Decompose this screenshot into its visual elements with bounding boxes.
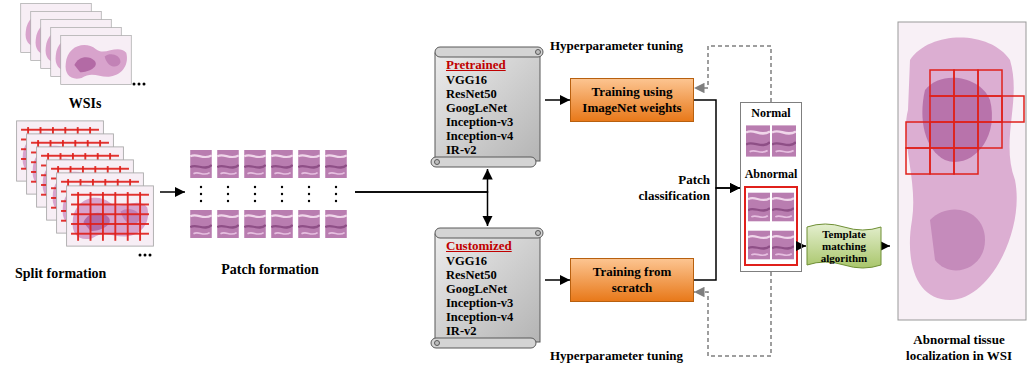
node-text: IR-v2 (446, 324, 537, 338)
annotation-label: Patch classification (620, 172, 710, 204)
node-text: Training using ImageNet weights (575, 84, 689, 116)
scroll-heading: Customized (446, 239, 537, 253)
wsi-stack-picture (21, 4, 146, 86)
scroll-heading: Pretrained (446, 58, 537, 72)
node-text: WSIs (20, 96, 150, 112)
patch-grid-picture (190, 150, 347, 238)
feedback-arrow (694, 46, 771, 102)
node-text: Abnormal tissue localization in WSI (890, 332, 1028, 364)
annotation-label: Hyperparameter tuning (550, 38, 683, 54)
classified-patches-picture (745, 125, 797, 265)
template-banner: Template matching algorithm (806, 221, 882, 271)
node-text: VGG16 (446, 254, 537, 268)
flow-arrow (545, 279, 570, 281)
node-text: VGG16 (446, 73, 537, 87)
node-text: Inception-v4 (446, 129, 537, 143)
node-text: Inception-v3 (446, 115, 537, 129)
model-scroll: PretrainedVGG16ResNet50GoogLeNetInceptio… (430, 45, 545, 169)
flow-arrow (545, 99, 570, 101)
split-stack: Split formation (0, 116, 160, 284)
process-box: Training using ImageNet weights (570, 78, 694, 122)
wsi-stack: WSIs (20, 0, 150, 114)
feedback-arrow (694, 272, 771, 356)
output-wsi: Abnormal tissue localization in WSI (890, 14, 1028, 366)
node-text: ResNet50 (446, 87, 537, 101)
node-text: GoogLeNet (446, 282, 537, 296)
model-scroll: CustomizedVGG16ResNet50GoogLeNetInceptio… (430, 226, 545, 350)
flow-arrow (802, 245, 806, 247)
annotation-label: Hyperparameter tuning (550, 348, 683, 364)
flow-arrow (355, 192, 488, 226)
split-stack-picture (17, 121, 154, 257)
node-text: Inception-v4 (446, 310, 537, 324)
localized-wsi-picture (898, 22, 1026, 320)
flow-arrow (160, 191, 185, 193)
process-box: Training from scratch (570, 258, 694, 302)
node-text: Patch formation (185, 262, 355, 278)
node-text: ResNet50 (446, 268, 537, 282)
node-text: Normal (741, 106, 801, 121)
node-text: Abnormal (741, 167, 801, 182)
flow-arrow (882, 245, 890, 247)
patch-grid: Patch formation (185, 140, 355, 280)
node-text: Split formation (15, 266, 160, 282)
flow-arrow (355, 169, 488, 192)
node-text: Inception-v3 (446, 296, 537, 310)
node-text: Template matching algorithm (811, 228, 877, 264)
node-text: GoogLeNet (446, 101, 537, 115)
node-text: IR-v2 (446, 143, 537, 157)
classification-box: NormalAbnormal (740, 102, 802, 272)
node-text: Training from scratch (575, 264, 689, 296)
